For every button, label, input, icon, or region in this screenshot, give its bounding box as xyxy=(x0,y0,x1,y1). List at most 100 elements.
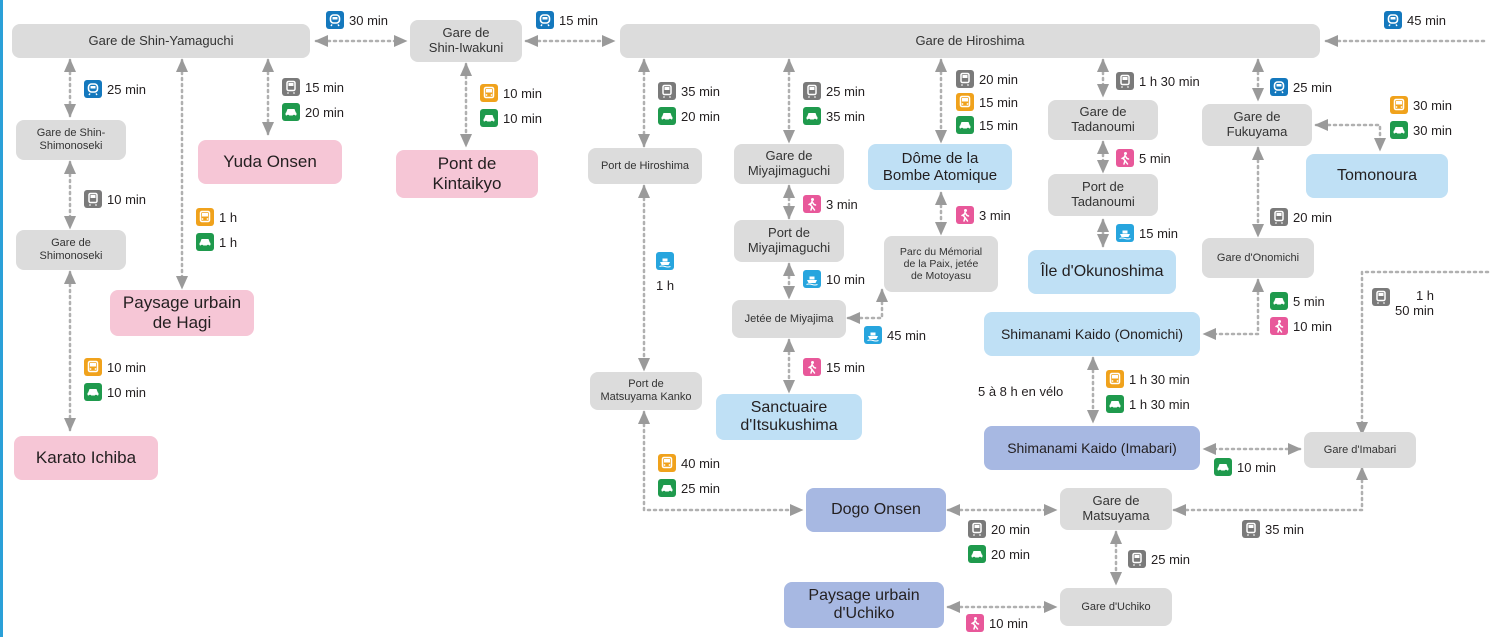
edge-kanko-dogo xyxy=(638,410,804,516)
car-icon xyxy=(84,383,102,401)
label-tadanoumi-walk: 5 min xyxy=(1116,149,1171,167)
label-yamaguchi-iwakuni: 30 min xyxy=(326,11,388,29)
train-option: 20 min xyxy=(968,520,1030,538)
shinkansen-icon xyxy=(84,80,102,98)
label-fukuyama-tomonoura: 30 min 30 min xyxy=(1390,96,1452,139)
bus-icon xyxy=(658,454,676,472)
time-text: 45 min xyxy=(1407,12,1447,28)
time-text: 30 min xyxy=(349,12,389,28)
label-kanko-dogo: 40 min 25 min xyxy=(658,454,720,497)
station-tadanoumi[interactable]: Gare de Tadanoumi xyxy=(1048,100,1158,140)
train-option: 25 min xyxy=(803,82,865,100)
station-port-de-hiroshima[interactable]: Port de Hiroshima xyxy=(588,148,702,184)
label-matsuyama-uchiko: 25 min xyxy=(1128,550,1190,568)
walk-option: 10 min xyxy=(1270,317,1332,335)
time-text: 10 min xyxy=(107,359,147,375)
bus-option: 10 min xyxy=(84,358,146,376)
time-text: 5 min xyxy=(1293,293,1325,309)
station-shin-shimonoseki[interactable]: Gare de Shin- Shimonoseki xyxy=(16,120,126,160)
label-tadanoumi-okunoshima: 15 min xyxy=(1116,224,1178,242)
time-text: 45 min xyxy=(887,327,927,343)
time-text: 10 min xyxy=(503,110,543,126)
label-park-pier-ferry: 45 min xyxy=(864,326,926,344)
time-text: 25 min xyxy=(826,83,866,99)
time-text: 1 h 30 min xyxy=(1129,396,1190,412)
station-fukuyama[interactable]: Gare de Fukuyama xyxy=(1202,104,1312,146)
station-miyajimaguchi[interactable]: Gare de Miyajimaguchi xyxy=(734,144,844,184)
bus-option: 1 h xyxy=(196,208,237,226)
car-icon xyxy=(658,479,676,497)
destination-ile-okunoshima[interactable]: Île d'Okunoshima xyxy=(1028,250,1176,294)
station-imabari[interactable]: Gare d'Imabari xyxy=(1304,432,1416,468)
train-icon xyxy=(1270,208,1288,226)
time-text: 25 min xyxy=(681,480,721,496)
label-iwakuni-kintaikyo: 10 min 10 min xyxy=(480,84,542,127)
train-icon xyxy=(1128,550,1146,568)
label-port-hiroshima-ferry: 1 h xyxy=(656,252,674,293)
station-parc-memorial-paix[interactable]: Parc du Mémorial de la Paix, jetée de Mo… xyxy=(884,236,998,292)
label-onomichi-shimanami: 5 min 10 min xyxy=(1270,292,1332,335)
destination-paysage-uchiko[interactable]: Paysage urbain d'Uchiko xyxy=(784,582,944,628)
bus-option: 1 h 30 min xyxy=(1106,370,1190,388)
destination-tomonoura[interactable]: Tomonoura xyxy=(1306,154,1448,198)
walking-icon xyxy=(1116,149,1134,167)
station-shin-yamaguchi[interactable]: Gare de Shin-Yamaguchi xyxy=(12,24,310,58)
time-text: 1 h xyxy=(219,209,238,225)
station-port-de-miyajimaguchi[interactable]: Port de Miyajimaguchi xyxy=(734,220,844,262)
car-option: 25 min xyxy=(658,479,720,497)
time-text: 5 min xyxy=(1139,150,1171,166)
time-text: 20 min xyxy=(991,521,1031,537)
time-text: 30 min xyxy=(1413,122,1453,138)
edge-onomichi-shimanami xyxy=(1202,278,1264,340)
shinkansen-icon xyxy=(326,11,344,29)
bus-icon xyxy=(84,358,102,376)
destination-sanctuaire-itsukushima[interactable]: Sanctuaire d'Itsukushima xyxy=(716,394,862,440)
time-text: 20 min xyxy=(979,71,1019,87)
destination-shimanami-imabari[interactable]: Shimanami Kaido (Imabari) xyxy=(984,426,1200,470)
car-option: 20 min xyxy=(658,107,720,125)
time-text: 10 min xyxy=(503,85,543,101)
station-shin-iwakuni[interactable]: Gare de Shin-Iwakuni xyxy=(410,20,522,62)
destination-yuda-onsen[interactable]: Yuda Onsen xyxy=(198,140,342,184)
car-option: 10 min xyxy=(84,383,146,401)
destination-shimanami-onomichi[interactable]: Shimanami Kaido (Onomichi) xyxy=(984,312,1200,356)
edge-imabari-matsuyama xyxy=(1172,466,1368,516)
time-text: 1 h 30 min xyxy=(1129,371,1190,387)
station-matsuyama[interactable]: Gare de Matsuyama xyxy=(1060,488,1172,530)
label-dome-park-walk: 3 min xyxy=(956,206,1011,224)
car-option: 1 h xyxy=(196,233,237,251)
time-text: 15 min xyxy=(559,12,599,28)
destination-pont-de-kintaikyo[interactable]: Pont de Kintaikyo xyxy=(396,150,538,198)
train-icon xyxy=(956,70,974,88)
shinkansen-icon xyxy=(536,11,554,29)
time-text: 30 min xyxy=(1413,97,1453,113)
destination-hagi[interactable]: Paysage urbain de Hagi xyxy=(110,290,254,336)
train-option: 15 min xyxy=(282,78,344,96)
station-jetee-de-miyajima[interactable]: Jetée de Miyajima xyxy=(732,300,846,338)
time-text: 15 min xyxy=(826,359,866,375)
car-icon xyxy=(1106,395,1124,413)
label-dogo-matsuyama: 20 min 20 min xyxy=(968,520,1030,563)
station-port-de-tadanoumi[interactable]: Port de Tadanoumi xyxy=(1048,174,1158,216)
destination-dogo-onsen[interactable]: Dogo Onsen xyxy=(806,488,946,532)
car-option: 30 min xyxy=(1390,121,1452,139)
station-onomichi[interactable]: Gare d'Onomichi xyxy=(1202,238,1314,278)
train-icon xyxy=(1116,72,1134,90)
label-imabari-shimanami-car: 10 min xyxy=(1214,458,1276,476)
label-hiroshima-miyajimaguchi: 25 min 35 min xyxy=(803,82,865,125)
walking-icon xyxy=(803,358,821,376)
time-text: 10 min xyxy=(1237,459,1277,475)
destination-karato-ichiba[interactable]: Karato Ichiba xyxy=(14,436,158,480)
time-text: 20 min xyxy=(1293,209,1333,225)
label-east-imabari: 1 h 50 min xyxy=(1372,288,1434,318)
station-shimonoseki[interactable]: Gare de Shimonoseki xyxy=(16,230,126,270)
time-text: 1 h xyxy=(219,234,238,250)
destination-dome-bombe-atomique[interactable]: Dôme de la Bombe Atomique xyxy=(868,144,1012,190)
station-hiroshima[interactable]: Gare de Hiroshima xyxy=(620,24,1320,58)
time-text: 10 min xyxy=(989,615,1029,631)
bus-option: 30 min xyxy=(1390,96,1452,114)
bus-option: 10 min xyxy=(480,84,542,102)
station-uchiko[interactable]: Gare d'Uchiko xyxy=(1060,588,1172,626)
station-port-matsuyama-kanko[interactable]: Port de Matsuyama Kanko xyxy=(590,372,702,410)
